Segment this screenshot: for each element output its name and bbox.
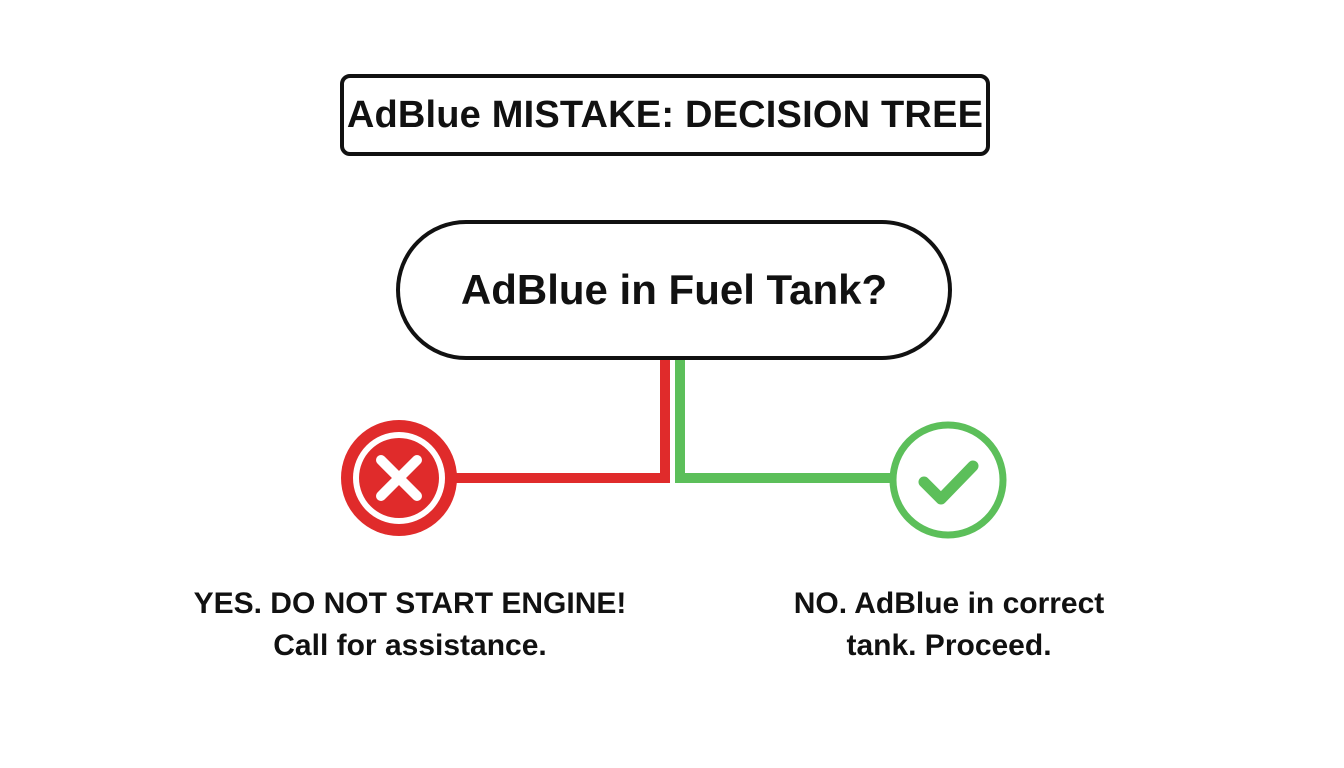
no-outcome-label: NO. AdBlue in correct tank. Proceed. <box>742 583 1156 667</box>
yes-branch-line <box>455 360 670 483</box>
no-outcome-line2: tank. Proceed. <box>846 629 1052 662</box>
yes-outcome-line2: Call for assistance. <box>273 629 547 662</box>
decision-question-node: AdBlue in Fuel Tank? <box>396 220 952 360</box>
no-branch-line <box>675 360 890 483</box>
yes-outcome-label: YES. DO NOT START ENGINE! Call for assis… <box>160 583 660 667</box>
yes-outcome-line1: YES. DO NOT START ENGINE! <box>193 587 627 620</box>
x-circle-icon <box>341 420 457 536</box>
diagram-title: AdBlue MISTAKE: DECISION TREE <box>340 74 990 156</box>
no-outcome-line1: NO. AdBlue in correct <box>793 587 1105 620</box>
check-circle-icon <box>889 421 1007 539</box>
